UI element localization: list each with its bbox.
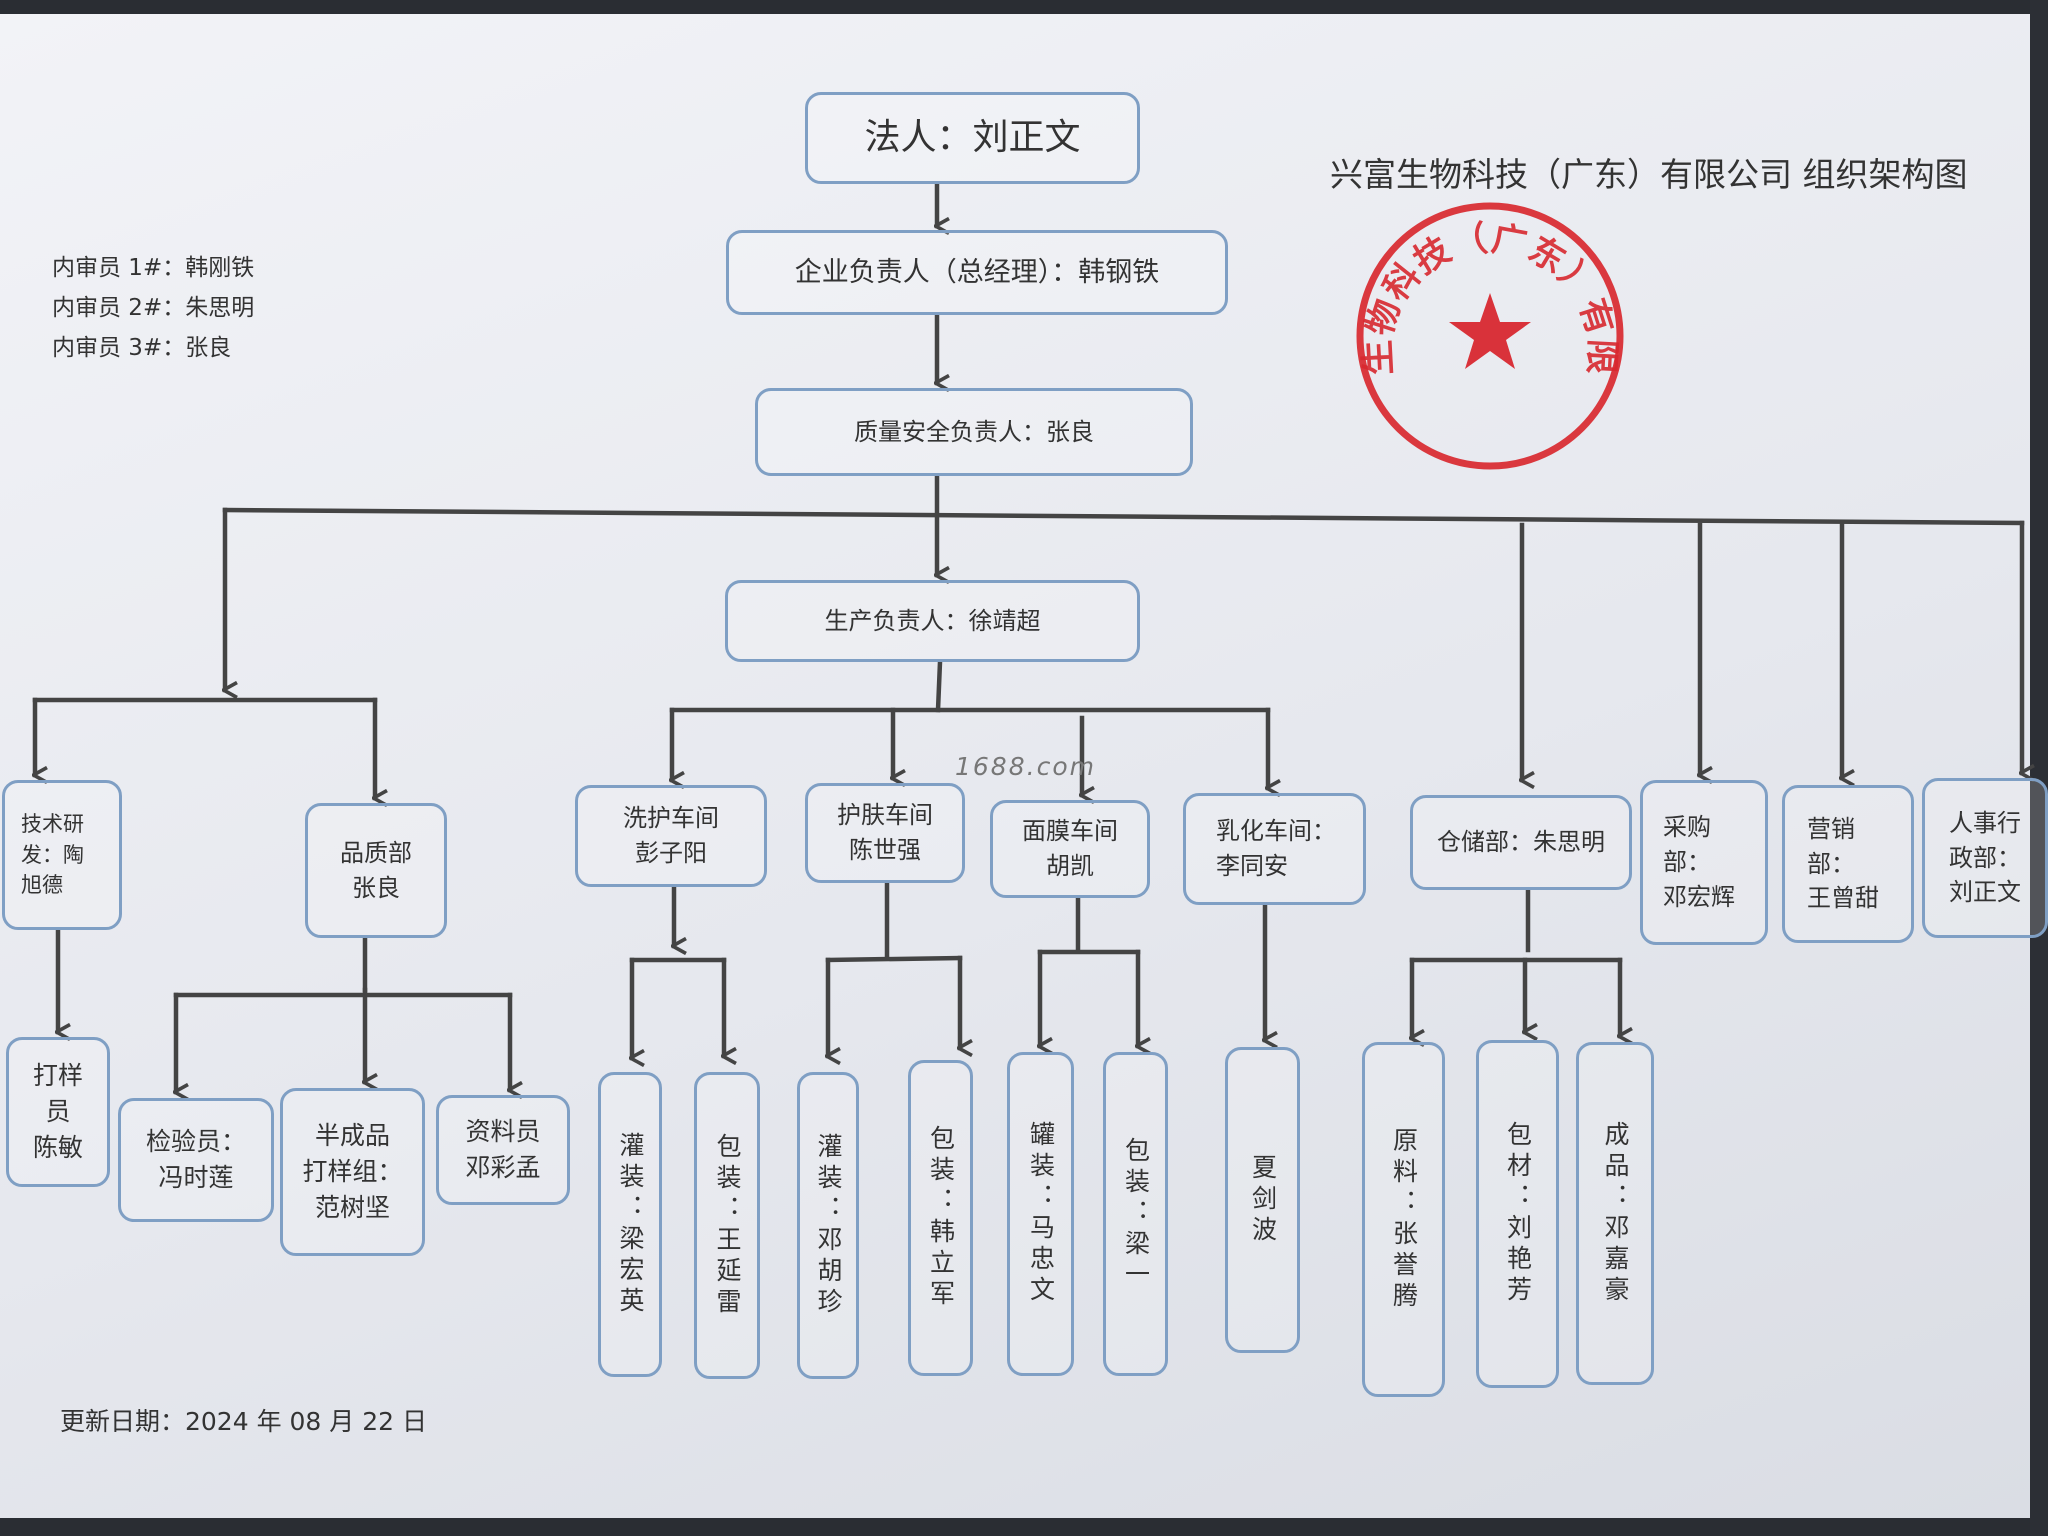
production-head-box: 生产负责人：徐靖超 <box>725 580 1140 662</box>
mask-pack-label: 包装：梁一 <box>1121 1136 1151 1292</box>
semi-sample-box: 半成品 打样组： 范树坚 <box>280 1088 425 1256</box>
data-clerk-line-1: 资料员 <box>465 1116 541 1146</box>
skin-workshop-line-2: 陈世强 <box>849 836 921 864</box>
skin-bus <box>825 955 963 963</box>
warehouse-label: 仓储部：朱思明 <box>1437 828 1605 857</box>
hr-admin-dept-line-1: 人事行 <box>1949 808 2021 837</box>
marketing-dept-line-1: 营销 <box>1807 814 1855 843</box>
inspector-line-1: 检验员： <box>145 1126 246 1156</box>
auditor-3-name: 张良 <box>185 335 232 361</box>
inspector-line-2: 冯时莲 <box>158 1163 234 1192</box>
rd-box: 技术研 发：陶 旭德 <box>2 780 122 930</box>
general-manager-label: 企业负责人（总经理）：韩钢铁 <box>794 256 1160 288</box>
hr-admin-dept-box: 人事行 政部： 刘正文 <box>1922 778 2048 938</box>
emulsion-workshop-line-1: 乳化车间： <box>1216 817 1336 846</box>
wash-workshop-line-2: 彭子阳 <box>635 839 707 867</box>
auditor-3: 内审员 3#：张良 <box>52 328 254 368</box>
sample-staff-box: 打样 员 陈敏 <box>6 1037 110 1187</box>
skin-workshop-box: 护肤车间 陈世强 <box>805 783 965 883</box>
top-bus-line <box>222 507 2025 526</box>
semi-sample-line-3: 范树坚 <box>314 1193 390 1223</box>
auditor-1-name: 韩刚铁 <box>185 255 255 281</box>
skin-workshop-line-1: 护肤车间 <box>837 801 933 830</box>
watermark: 1688.com <box>955 752 1096 781</box>
photo-edge <box>2030 0 2048 1536</box>
auditor-2-label: 内审员 2#： <box>52 295 186 321</box>
emulsion-workshop-box: 乳化车间： 李同安 <box>1183 793 1366 905</box>
auditor-2: 内审员 2#：朱思明 <box>52 288 254 328</box>
auditor-2-name: 朱思明 <box>185 295 255 321</box>
emulsion-staff-label: 夏剑波 <box>1248 1153 1278 1247</box>
quality-safety-box: 质量安全负责人：张良 <box>755 388 1193 476</box>
raw-material-box: 原料：张誉腾 <box>1362 1042 1445 1397</box>
mask-workshop-box: 面膜车间 胡凯 <box>990 800 1150 898</box>
sample-staff-line-2: 员 <box>45 1096 71 1126</box>
rd-line-1: 技术研 <box>21 812 84 837</box>
chart-title: 兴富生物科技（广东）有限公司 组织架构图 <box>1330 155 1968 194</box>
wash-fill-box: 灌装：梁宏英 <box>598 1072 662 1377</box>
purchase-dept-line-2: 部： <box>1663 848 1711 877</box>
semi-sample-line-1: 半成品 <box>314 1120 390 1150</box>
data-clerk-box: 资料员 邓彩孟 <box>436 1095 570 1205</box>
mask-can-label: 罐装：马忠文 <box>1026 1121 1056 1307</box>
wash-workshop-line-1: 洗护车间 <box>623 804 719 833</box>
wash-workshop-box: 洗护车间 彭子阳 <box>575 785 767 887</box>
purchase-dept-box: 采购 部： 邓宏辉 <box>1640 780 1768 945</box>
data-clerk-line-2: 邓彩孟 <box>465 1153 541 1182</box>
packaging-material-label: 包材：刘艳芳 <box>1503 1121 1533 1307</box>
update-date: 更新日期：2024 年 08 月 22 日 <box>60 1407 427 1436</box>
marketing-dept-line-2: 部： <box>1807 849 1855 878</box>
wash-pack-box: 包装：王延雷 <box>694 1072 760 1379</box>
marketing-dept-box: 营销 部： 王曾甜 <box>1782 785 1914 943</box>
skin-fill-label: 灌装：邓胡珍 <box>814 1132 843 1319</box>
packaging-material-box: 包材：刘艳芳 <box>1476 1040 1559 1388</box>
finished-goods-label: 成品：邓嘉豪 <box>1601 1120 1630 1307</box>
mask-workshop-line-2: 胡凯 <box>1046 852 1094 880</box>
purchase-dept-line-1: 采购 <box>1663 813 1711 842</box>
semi-sample-line-2: 打样组： <box>302 1156 403 1186</box>
sample-staff-line-3: 陈敏 <box>32 1133 83 1163</box>
purchase-dept-line-3: 邓宏辉 <box>1663 882 1735 911</box>
mask-can-box: 罐装：马忠文 <box>1007 1052 1074 1376</box>
general-manager-box: 企业负责人（总经理）：韩钢铁 <box>726 230 1228 315</box>
legal-representative-box: 法人：刘正文 <box>805 92 1140 184</box>
production-stem <box>935 659 943 713</box>
sample-staff-line-1: 打样 <box>32 1060 83 1090</box>
emulsion-staff-box: 夏剑波 <box>1225 1047 1300 1353</box>
raw-material-label: 原料：张誉腾 <box>1389 1126 1419 1313</box>
auditor-1: 内审员 1#：韩刚铁 <box>52 248 254 288</box>
legal-representative-label: 法人：刘正文 <box>864 116 1081 158</box>
company-seal-icon: 兴富生物科技（广东）有限公司 <box>1350 196 1624 470</box>
auditor-list: 内审员 1#：韩刚铁 内审员 2#：朱思明 内审员 3#：张良 <box>52 248 254 368</box>
rd-line-3: 旭德 <box>21 873 63 898</box>
marketing-dept-line-3: 王曾甜 <box>1807 884 1879 913</box>
skin-fill-box: 灌装：邓胡珍 <box>797 1072 859 1379</box>
skin-pack-box: 包装：韩立军 <box>908 1060 973 1376</box>
rd-line-2: 发：陶 <box>21 842 84 867</box>
quality-dept-box: 品质部 张良 <box>305 803 447 938</box>
quality-dept-line-1: 品质部 <box>340 838 412 867</box>
production-head-label: 生产负责人：徐靖超 <box>824 606 1041 635</box>
mask-pack-box: 包装：梁一 <box>1103 1052 1168 1376</box>
warehouse-box: 仓储部：朱思明 <box>1410 795 1632 890</box>
finished-goods-box: 成品：邓嘉豪 <box>1576 1042 1654 1385</box>
skin-pack-label: 包装：韩立军 <box>926 1125 956 1311</box>
hr-admin-dept-line-2: 政部： <box>1949 843 2021 872</box>
wash-fill-label: 灌装：梁宏英 <box>616 1131 645 1318</box>
quality-dept-line-2: 张良 <box>352 873 400 902</box>
quality-safety-label: 质量安全负责人：张良 <box>854 417 1094 446</box>
inspector-box: 检验员： 冯时莲 <box>118 1098 274 1222</box>
org-chart-paper <box>0 14 2030 1518</box>
auditor-1-label: 内审员 1#： <box>52 255 186 281</box>
auditor-3-label: 内审员 3#： <box>52 335 186 361</box>
emulsion-workshop-line-2: 李同安 <box>1216 852 1288 880</box>
mask-workshop-line-1: 面膜车间 <box>1022 817 1118 846</box>
hr-admin-dept-line-3: 刘正文 <box>1949 878 2021 907</box>
wash-pack-label: 包装：王延雷 <box>713 1132 742 1319</box>
